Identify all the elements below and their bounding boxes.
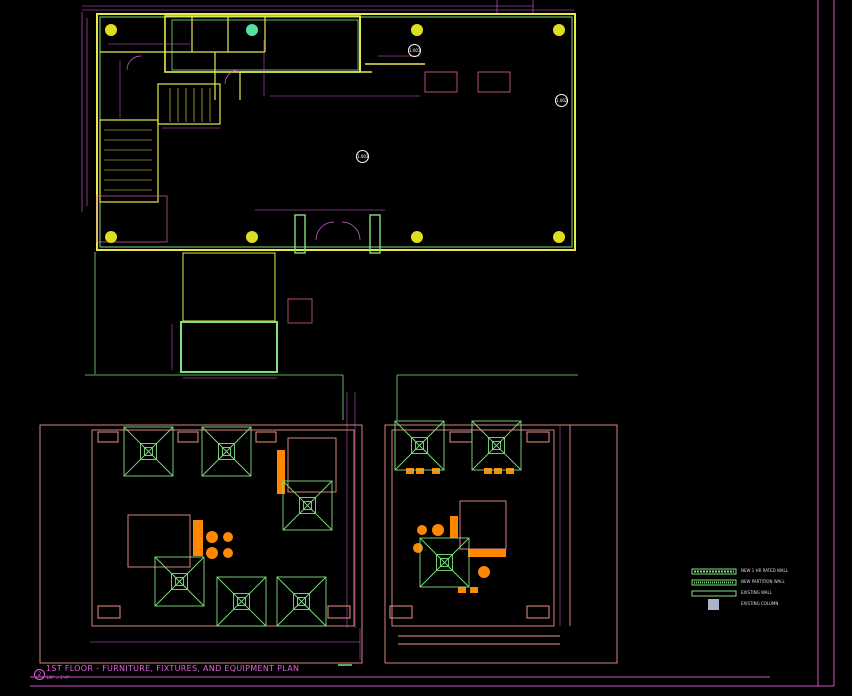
chair-symbol (206, 531, 218, 543)
room-tag: 1.001 (408, 44, 421, 57)
building-shell (96, 13, 576, 254)
column-marker (246, 24, 258, 36)
drawing-title: 1ST FLOOR - FURNITURE, FIXTURES, AND EQU… (46, 664, 300, 673)
bench (450, 516, 458, 538)
legend-swatches (691, 568, 737, 610)
chair-symbol (478, 566, 490, 578)
umbrella-table-symbol (201, 426, 252, 477)
chair-symbol (494, 468, 502, 474)
chair-symbol (432, 524, 444, 536)
column-marker (246, 231, 258, 243)
umbrella-table-symbol (471, 420, 522, 471)
patio-seating (193, 450, 514, 593)
umbrella-table-symbol (123, 426, 174, 477)
legend-new-partition: NEW PARTITION WALL (741, 579, 785, 584)
patio-tables (127, 437, 507, 568)
chair-symbol (506, 468, 514, 474)
chair-symbol (432, 468, 440, 474)
umbrella-table-symbol (276, 576, 327, 627)
chair-symbol (470, 587, 478, 593)
chair-symbol (206, 547, 218, 559)
bench (468, 549, 506, 557)
column-marker (105, 231, 117, 243)
chair-symbol (416, 468, 424, 474)
column-marker (553, 231, 565, 243)
existing-columns (105, 24, 565, 243)
chair-symbol (223, 548, 233, 558)
chair-symbol (417, 525, 427, 535)
legend-existing-wall: EXISTING WALL (741, 590, 772, 595)
drawing-scale: 1/8" = 1'-0" (46, 675, 70, 680)
chair-symbol (484, 468, 492, 474)
legend-new-1hr-wall: NEW 1 HR RATED WALL (741, 568, 788, 573)
column-marker (105, 24, 117, 36)
chair-symbol (413, 543, 423, 553)
umbrella-table-symbol (282, 480, 333, 531)
patio-outlines (39, 424, 618, 664)
umbrella-tables (123, 420, 522, 627)
column-marker (411, 24, 423, 36)
exterior-area (85, 252, 578, 420)
patio-dimensions (90, 392, 561, 666)
sheet-number: 2 (34, 669, 45, 680)
bench (277, 450, 285, 494)
chair-symbol (458, 587, 466, 593)
chair-symbol (406, 468, 414, 474)
umbrella-table-symbol (394, 420, 445, 471)
column-marker (553, 24, 565, 36)
bench (193, 520, 203, 556)
room-tag: 1.002 (555, 94, 568, 107)
umbrella-table-symbol (216, 576, 267, 627)
room-tag: 1.003 (356, 150, 369, 163)
legend-existing-column: EXISTING COLUMN (741, 601, 779, 606)
umbrella-table-symbol (419, 537, 470, 588)
interior-dimensions (108, 40, 420, 129)
umbrella-table-symbol (154, 556, 205, 607)
top-dimensions (81, 0, 574, 212)
chair-symbol (223, 532, 233, 542)
sheet-border (30, 0, 835, 687)
planters (97, 431, 550, 619)
column-marker (411, 231, 423, 243)
